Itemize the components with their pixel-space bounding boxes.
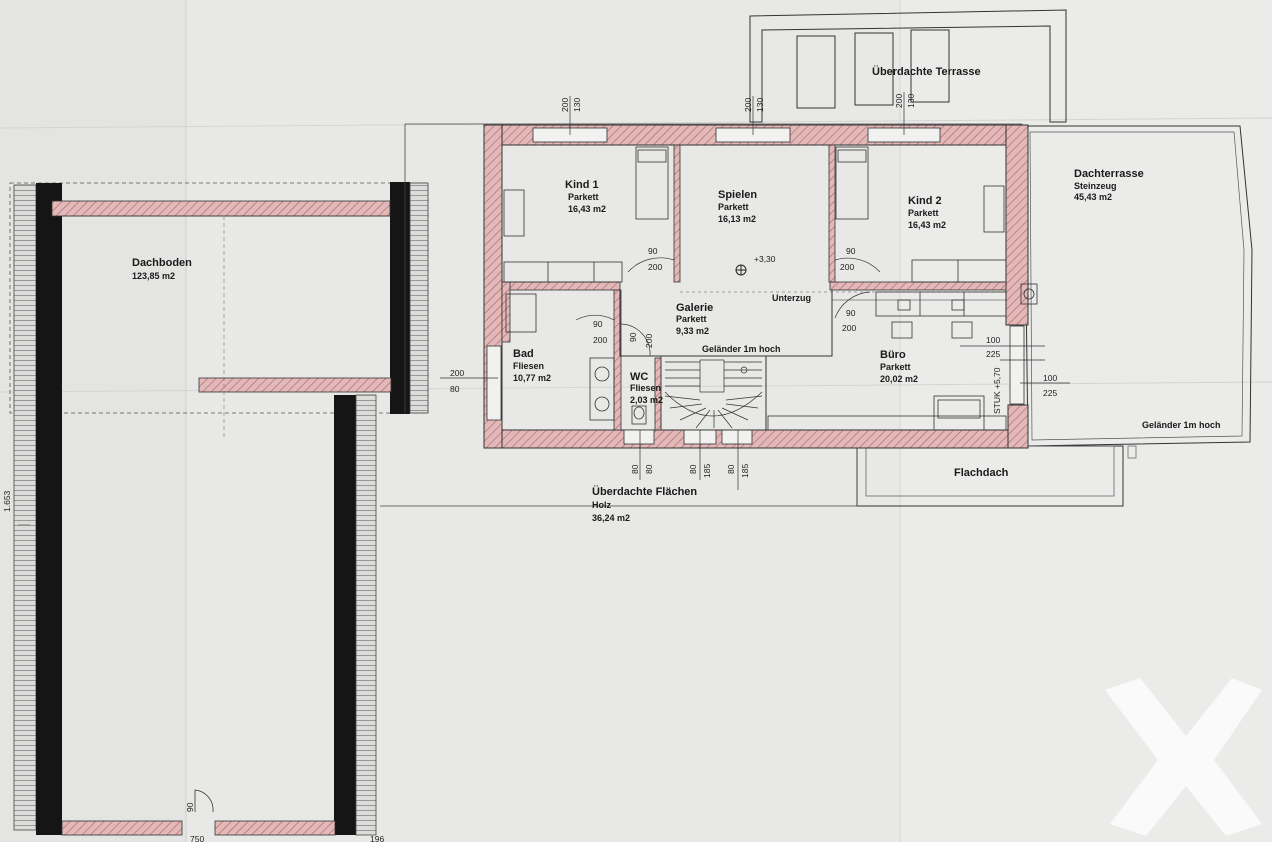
dim-door-wc-h: 200: [644, 334, 654, 348]
dim-bottom-c2: 185: [740, 464, 750, 478]
dim-door-bad-h: 200: [593, 335, 607, 345]
kind2-name: Kind 2: [908, 195, 942, 207]
dachboden-name: Dachboden: [132, 257, 192, 269]
dimension-labels: 200 130 200 130 200 130 90 200 90 200 90…: [2, 94, 1057, 842]
unterzug-note: Unterzug: [772, 293, 811, 303]
dim-door-buero-w: 90: [846, 308, 856, 318]
dim-130-a: 130: [572, 98, 582, 112]
level-note: +3,30: [754, 254, 776, 264]
dim-win-bad-w: 200: [450, 368, 464, 378]
room-labels: Dachboden 123,85 m2 Kind 1 Parkett 16,43…: [132, 65, 1144, 523]
level-marker: [735, 264, 747, 276]
dim-side-height: 1.653: [2, 490, 12, 512]
dim-door-kind1-h: 200: [648, 262, 662, 272]
dimension-lines: [440, 92, 1070, 490]
dim-bottom-left: 750: [190, 834, 204, 842]
dim-200-b: 200: [743, 98, 753, 112]
bad-name: Bad: [513, 348, 534, 360]
roof-beam-right-lower: [334, 395, 356, 835]
dim-bottom-a2: 80: [644, 464, 654, 474]
bad-floor: Fliesen: [513, 361, 544, 371]
furniture: [503, 146, 1038, 431]
windows-top: [486, 127, 1025, 445]
dachboden-area: 123,85 m2: [132, 271, 175, 281]
spielen-name: Spielen: [718, 189, 757, 201]
terrasse-name: Überdachte Terrasse: [872, 65, 981, 78]
dim-bottom-b1: 80: [688, 464, 698, 474]
dachterrasse: [1023, 125, 1253, 459]
dim-200-a: 200: [560, 98, 570, 112]
dachterrasse-area: 45,43 m2: [1074, 192, 1112, 202]
kind1-area: 16,43 m2: [568, 204, 606, 214]
spielen-area: 16,13 m2: [718, 214, 756, 224]
gelaender-galerie-note: Geländer 1m hoch: [702, 344, 781, 354]
kind2-floor: Parkett: [908, 208, 939, 218]
dim-door-kind1-w: 90: [648, 246, 658, 256]
dim-win-buero-a-w: 100: [986, 335, 1000, 345]
dim-door-dachboden: 90: [185, 802, 195, 812]
plan-notes: Geländer 1m hoch Geländer 1m hoch Unterz…: [702, 254, 1221, 430]
dim-win-buero-b-h: 225: [1043, 388, 1057, 398]
dim-130-c: 130: [906, 94, 916, 108]
galerie-name: Galerie: [676, 302, 713, 314]
kind1-name: Kind 1: [565, 179, 599, 191]
dim-130-b: 130: [755, 98, 765, 112]
dim-door-wc-w: 90: [628, 332, 638, 342]
stuk-note: STUK +5,70: [992, 367, 1002, 414]
wall-dachboden-mid: [198, 377, 392, 393]
ueberdachte-terrasse: [749, 9, 1067, 123]
dim-win-buero-b-w: 100: [1043, 373, 1057, 383]
dim-200-c: 200: [894, 94, 904, 108]
dim-bottom-c1: 80: [726, 464, 736, 474]
wall-dachboden-top: [51, 200, 391, 217]
bad-area: 10,77 m2: [513, 373, 551, 383]
spielen-floor: Parkett: [718, 202, 749, 212]
wc-floor: Fliesen: [630, 383, 661, 393]
buero-floor: Parkett: [880, 362, 911, 372]
buero-area: 20,02 m2: [880, 374, 918, 384]
dim-door-buero-h: 200: [842, 323, 856, 333]
dim-win-bad-h: 80: [450, 384, 460, 394]
galerie-area: 9,33 m2: [676, 326, 709, 336]
door-swings: [575, 257, 1045, 361]
roof-eave-left: [13, 184, 37, 831]
door-dachboden: [194, 789, 214, 813]
galerie-floor: Parkett: [676, 314, 707, 324]
staircase: [660, 355, 767, 431]
dim-door-kind2-h: 200: [840, 262, 854, 272]
gelaender-terrasse-note: Geländer 1m hoch: [1142, 420, 1221, 430]
watermark-logo: [1105, 678, 1262, 836]
dachterrasse-name: Dachterrasse: [1074, 168, 1144, 180]
dim-door-bad-w: 90: [593, 319, 603, 329]
flachdach-name: Flachdach: [954, 467, 1009, 479]
wc-name: WC: [630, 371, 648, 383]
roof-beam-left: [36, 183, 62, 835]
ueberdacht-floor: Holz: [592, 500, 611, 510]
ueberdacht-name: Überdachte Flächen: [592, 485, 697, 498]
dim-win-buero-a-h: 225: [986, 349, 1000, 359]
ueberdacht-area: 36,24 m2: [592, 513, 630, 523]
dim-door-kind2-w: 90: [846, 246, 856, 256]
dim-bottom-a1: 80: [630, 464, 640, 474]
kind1-floor: Parkett: [568, 192, 599, 202]
dachterrasse-floor: Steinzeug: [1074, 181, 1117, 191]
dim-bottom-right: 196: [370, 834, 384, 842]
wc-area: 2,03 m2: [630, 395, 663, 405]
roof-beam-right-upper: [390, 182, 410, 414]
buero-name: Büro: [880, 349, 906, 361]
kind2-area: 16,43 m2: [908, 220, 946, 230]
dachboden-area: [9, 182, 429, 836]
dim-bottom-b2: 185: [702, 464, 712, 478]
